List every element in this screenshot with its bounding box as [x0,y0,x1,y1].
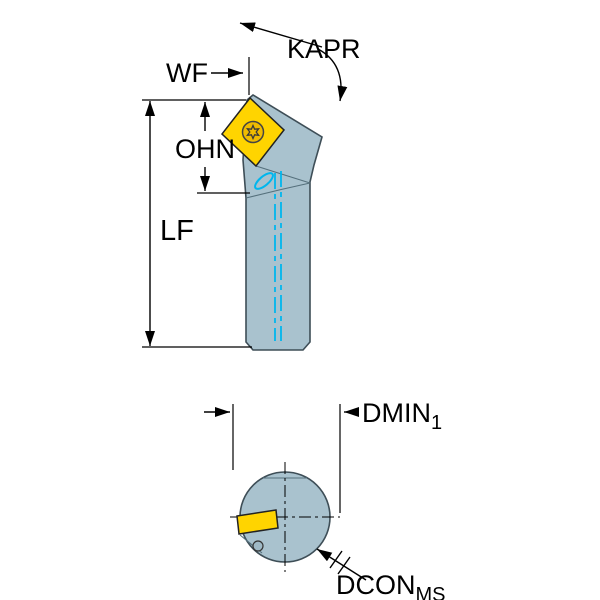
dcon-tick-2 [337,556,351,575]
ohn-label: OHN [175,134,235,164]
dcon-tick-1 [329,550,343,569]
end-view: DMIN1 DCONMS [204,398,446,600]
lf-dimension: LF [142,99,252,348]
kapr-feed-line [239,22,323,48]
kapr-dimension: KAPR [239,22,361,102]
kapr-angle-arc [317,48,348,102]
clamp-screw [241,120,265,144]
dcon-dimension: DCONMS [316,548,446,600]
coolant-outlet [254,172,274,190]
wf-dimension: WF [166,57,250,95]
screw-hole-end-view [252,540,264,552]
dmin-label: DMIN1 [362,398,442,434]
tool-shank [242,94,323,351]
head-shank-boundary [245,182,311,199]
dmin-dimension: DMIN1 [204,398,442,513]
dcon-leader-line [316,548,367,581]
ohn-dimension: OHN [175,102,250,194]
kapr-label: KAPR [287,34,361,64]
torx-icon [245,123,261,141]
insert-pocket-line [255,165,311,184]
side-view: KAPR WF OHN LF [142,22,361,351]
dcon-label: DCONMS [336,570,446,600]
lf-label: LF [160,215,194,247]
insert-end-view [236,509,279,535]
wf-label: WF [166,58,208,88]
